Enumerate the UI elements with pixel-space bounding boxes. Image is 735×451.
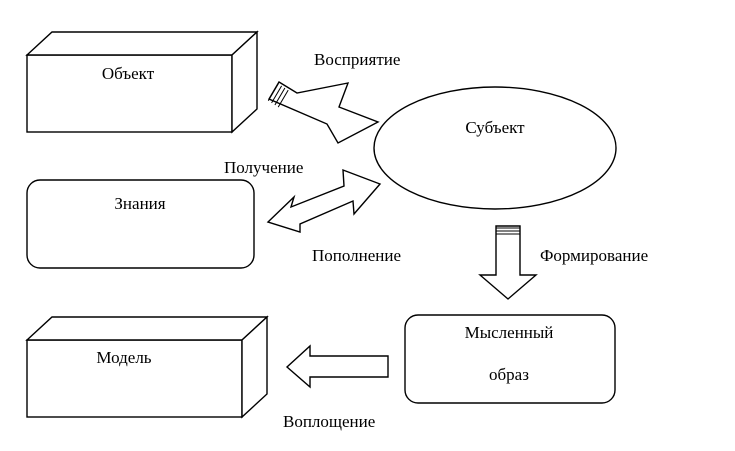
model-box: Модель: [25, 315, 269, 419]
forming-arrow: [478, 225, 538, 300]
perception-label: Восприятие: [314, 50, 400, 69]
mental-image-label-line2: образ: [489, 365, 529, 384]
receiving-label: Получение: [224, 158, 303, 177]
receiving-replenishment-arrow: [266, 168, 382, 233]
knowledge-label: Знания: [114, 194, 165, 213]
object-box: Объект: [25, 30, 259, 134]
embodiment-arrow: [285, 344, 389, 389]
forming-label: Формирование: [540, 246, 648, 265]
mental-image-label-line1: Мысленный: [465, 323, 554, 342]
mental-image-box: Мысленный образ: [404, 314, 616, 404]
subject-ellipse: Субъект: [373, 86, 617, 210]
replenishment-label: Пополнение: [312, 246, 401, 265]
perception-arrow: [267, 81, 380, 144]
object-label: Объект: [102, 64, 155, 83]
subject-label: Субъект: [465, 118, 525, 137]
model-label: Модель: [96, 348, 151, 367]
knowledge-box: Знания: [26, 179, 255, 269]
embodiment-label: Воплощение: [283, 412, 375, 431]
